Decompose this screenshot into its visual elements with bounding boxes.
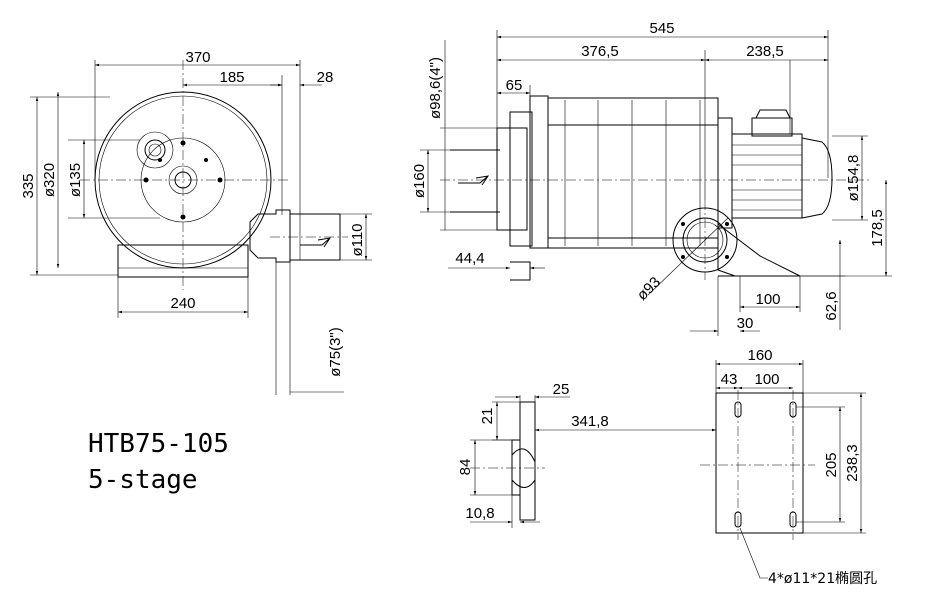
dim-43: 43 xyxy=(721,371,738,388)
dim-10-8: 10,8 xyxy=(465,505,494,522)
dim-110: ø110 xyxy=(349,223,366,256)
blower-body xyxy=(547,97,719,249)
inlet-circle xyxy=(136,131,174,169)
dim-335: 335 xyxy=(20,173,37,198)
dim-21: 21 xyxy=(479,408,496,425)
dim-160: ø160 xyxy=(411,164,428,198)
dim-44-4: 44,4 xyxy=(455,250,484,267)
dim-135: ø135 xyxy=(67,163,84,197)
dim-28: 28 xyxy=(317,69,334,86)
dim-238-3: 238,3 xyxy=(844,444,861,482)
dim-84: 84 xyxy=(457,459,474,476)
model-title: HTB75-105 xyxy=(88,429,229,459)
dim-65: 65 xyxy=(506,77,523,94)
front-view: 370 185 28 335 ø320 ø135 240 ø110 xyxy=(20,49,372,395)
stage-label: 5-stage xyxy=(88,465,198,495)
support xyxy=(717,222,801,277)
dim-93: ø93 xyxy=(634,274,664,304)
dim-62-6: 62,6 xyxy=(823,291,840,320)
bracket-view: 25 21 341,8 84 10,8 xyxy=(457,381,716,528)
hole-note: 4*ø11*21椭圆孔 xyxy=(768,571,877,587)
base-plate xyxy=(715,392,804,534)
dim-100-base: 100 xyxy=(754,371,779,388)
dim-160-base: 160 xyxy=(747,347,772,364)
inlet-stub xyxy=(496,127,528,231)
motor-cap xyxy=(801,137,833,219)
terminal-box xyxy=(751,117,793,137)
side-view: 545 376,5 238,5 65 ø98,6(4") ø160 44,4 ø… xyxy=(411,20,892,336)
dim-25: 25 xyxy=(553,381,570,398)
dim-545: 545 xyxy=(649,20,674,37)
dim-154-8: ø154,8 xyxy=(845,155,862,202)
foot-left xyxy=(510,261,531,281)
motor xyxy=(731,133,803,219)
dim-205: 205 xyxy=(823,452,840,477)
dim-100-side: 100 xyxy=(755,291,780,308)
dim-376-5: 376,5 xyxy=(581,43,619,60)
dim-178-5: 178,5 xyxy=(869,209,886,247)
dim-320: ø320 xyxy=(41,163,58,197)
base-plate-view: 160 43 100 205 238,3 4*ø11*21椭圆孔 xyxy=(700,347,877,587)
dim-238-5: 238,5 xyxy=(746,43,784,60)
dim-240: 240 xyxy=(170,295,195,312)
dim-30: 30 xyxy=(737,315,754,332)
outlet-pipe xyxy=(249,209,291,263)
dim-341-8: 341,8 xyxy=(571,413,609,430)
bracket-plate xyxy=(519,401,536,521)
dim-370: 370 xyxy=(185,49,210,66)
dim-75: ø75(3") xyxy=(327,327,344,377)
dim-185: 185 xyxy=(219,69,244,86)
flange xyxy=(529,95,549,249)
dim-98-6: ø98,6(4") xyxy=(427,57,444,119)
